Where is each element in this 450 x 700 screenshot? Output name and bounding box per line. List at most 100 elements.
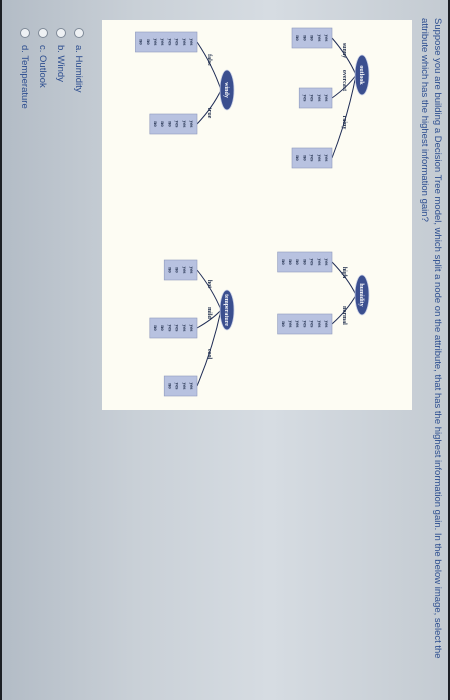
leaf-value: no bbox=[166, 267, 172, 273]
humidity-tree: highyesyesyesnononononormalyesyesyesyesy… bbox=[277, 251, 370, 335]
leaf-box bbox=[135, 31, 198, 53]
leaf-value: yes bbox=[316, 95, 322, 102]
leaf-value: yes bbox=[181, 121, 187, 128]
leaf-value: yes bbox=[174, 383, 180, 390]
outlook-tree: sunnyyesyesnononoovercastyesyesyesyesrai… bbox=[291, 27, 370, 169]
leaf-value: no bbox=[280, 259, 286, 265]
branch-label: cool bbox=[206, 349, 212, 360]
leaf-value: yes bbox=[323, 321, 329, 328]
option-humidity[interactable]: a. Humidity bbox=[70, 28, 88, 109]
tree-edge bbox=[331, 74, 357, 159]
leaf-value: yes bbox=[174, 325, 180, 332]
root-node-label: temperature bbox=[223, 294, 229, 326]
tree-edge bbox=[331, 261, 357, 296]
leaf-value: yes bbox=[181, 383, 187, 390]
leaf-value: yes bbox=[188, 383, 194, 390]
leaf-value: yes bbox=[309, 155, 315, 162]
branch-label: sunny bbox=[341, 43, 347, 58]
leaf-value: no bbox=[287, 259, 293, 265]
leaf-value: yes bbox=[294, 321, 300, 328]
leaf-value: no bbox=[166, 121, 172, 127]
leaf-value: no bbox=[145, 39, 151, 45]
leaf-box bbox=[163, 259, 198, 281]
root-node bbox=[219, 289, 235, 331]
leaf-value: no bbox=[174, 267, 180, 273]
leaf-value: yes bbox=[174, 39, 180, 46]
leaf-value: yes bbox=[188, 267, 194, 274]
leaf-value: yes bbox=[287, 321, 293, 328]
leaf-value: yes bbox=[188, 121, 194, 128]
leaf-value: no bbox=[138, 39, 144, 45]
branch-label: rainy bbox=[341, 116, 347, 130]
option-temperature[interactable]: d. Temperature bbox=[16, 28, 34, 109]
leaf-value: yes bbox=[181, 267, 187, 274]
leaf-value: yes bbox=[316, 259, 322, 266]
leaf-value: yes bbox=[301, 321, 307, 328]
leaf-value: yes bbox=[152, 39, 158, 46]
leaf-box bbox=[298, 87, 333, 109]
root-node-label: windy bbox=[223, 82, 229, 98]
leaf-value: yes bbox=[309, 321, 315, 328]
branch-label: normal bbox=[341, 306, 347, 325]
leaf-value: yes bbox=[309, 259, 315, 266]
leaf-value: yes bbox=[174, 121, 180, 128]
leaf-value: no bbox=[294, 35, 300, 41]
option-label: d. Temperature bbox=[19, 45, 31, 109]
leaf-value: yes bbox=[159, 39, 165, 46]
root-node bbox=[354, 54, 370, 96]
leaf-value: no bbox=[152, 121, 158, 127]
leaf-box bbox=[149, 317, 198, 339]
leaf-value: no bbox=[159, 121, 165, 127]
answer-options: a. Humidity b. Windy c. Outlook d. Tempe… bbox=[16, 28, 88, 109]
root-node bbox=[219, 69, 235, 111]
leaf-value: yes bbox=[309, 95, 315, 102]
leaf-box bbox=[291, 147, 333, 169]
leaf-value: no bbox=[280, 321, 286, 327]
leaf-value: yes bbox=[188, 325, 194, 332]
leaf-value: no bbox=[309, 35, 315, 41]
leaf-value: no bbox=[152, 325, 158, 331]
leaf-value: yes bbox=[316, 155, 322, 162]
option-windy[interactable]: b. Windy bbox=[52, 28, 70, 109]
option-label: c. Outlook bbox=[37, 45, 49, 88]
leaf-value: yes bbox=[166, 39, 172, 46]
leaf-value: yes bbox=[181, 325, 187, 332]
root-node bbox=[354, 274, 370, 316]
option-outlook[interactable]: c. Outlook bbox=[34, 28, 52, 109]
decision-tree-diagram: sunnyyesyesnononoovercastyesyesyesyesrai… bbox=[135, 27, 370, 397]
option-label: a. Humidity bbox=[73, 45, 85, 93]
leaf-value: no bbox=[301, 35, 307, 41]
leaf-value: yes bbox=[323, 35, 329, 42]
branch-label: mild bbox=[206, 307, 212, 319]
radio-button-icon[interactable] bbox=[20, 28, 30, 38]
leaf-value: yes bbox=[188, 39, 194, 46]
tree-edge bbox=[196, 309, 222, 329]
leaf-value: no bbox=[159, 325, 165, 331]
branch-label: overcast bbox=[341, 70, 347, 91]
question-text: Suppose you are building a Decision Tree… bbox=[419, 18, 443, 659]
leaf-value: no bbox=[294, 259, 300, 265]
leaf-box bbox=[277, 313, 333, 335]
radio-button-icon[interactable] bbox=[38, 28, 48, 38]
windy-tree: falseyesyesyesyesyesyesnonotrueyesyesyes… bbox=[135, 31, 235, 135]
radio-button-icon[interactable] bbox=[56, 28, 66, 38]
leaf-value: no bbox=[301, 259, 307, 265]
tree-edge bbox=[196, 89, 222, 125]
option-label: b. Windy bbox=[55, 45, 67, 82]
leaf-value: yes bbox=[166, 325, 172, 332]
leaf-value: yes bbox=[323, 155, 329, 162]
root-node-label: humidity bbox=[358, 283, 364, 306]
tree-edge bbox=[331, 37, 357, 76]
temperature-tree: hotyesyesnonomildyesyesyesyesnonocoolyes… bbox=[149, 259, 235, 397]
branch-label: true bbox=[206, 108, 212, 119]
leaf-value: no bbox=[294, 155, 300, 161]
leaf-value: yes bbox=[181, 39, 187, 46]
radio-button-icon[interactable] bbox=[74, 28, 84, 38]
leaf-value: yes bbox=[316, 35, 322, 42]
tree-edge bbox=[331, 74, 357, 99]
leaf-value: no bbox=[301, 155, 307, 161]
leaf-value: yes bbox=[316, 321, 322, 328]
leaf-value: yes bbox=[323, 95, 329, 102]
